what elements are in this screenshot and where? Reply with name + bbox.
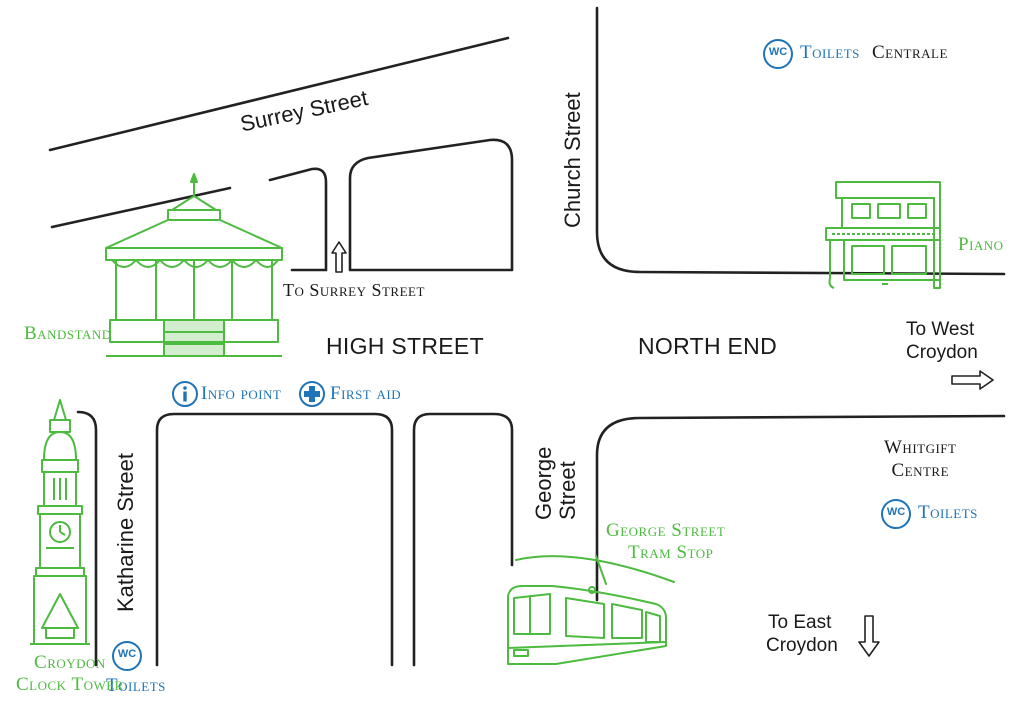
arrow-up-icon bbox=[331, 241, 347, 273]
wc-badge-text: WC bbox=[768, 46, 788, 58]
north-end-label: NORTH END bbox=[638, 333, 778, 359]
to-west-croydon-label: To West Croydon bbox=[906, 318, 978, 364]
clock-tower-label: Croydon Clock Tower bbox=[16, 652, 124, 696]
block-surrey-church bbox=[348, 138, 514, 272]
block-katharine-george bbox=[155, 412, 394, 667]
bandstand-icon bbox=[105, 173, 283, 357]
whitgift-line2: Centre bbox=[891, 460, 950, 481]
to-east-line1: To East bbox=[768, 612, 832, 633]
to-east-line2: Croydon bbox=[766, 635, 838, 656]
toilets-centrale-label: Toilets bbox=[800, 42, 860, 63]
to-surrey-street-label: To Surrey Street bbox=[283, 280, 425, 300]
wc-icon bbox=[112, 641, 142, 671]
piano-label: Piano bbox=[958, 234, 1004, 255]
tram-stop-label: George Street Tram Stop bbox=[606, 520, 725, 564]
tram-icon bbox=[507, 555, 675, 665]
high-street-label: HIGH STREET bbox=[326, 333, 484, 359]
george-street-label-text: George Street bbox=[531, 446, 580, 520]
church-street-label: Church Street bbox=[560, 92, 585, 228]
north-end-north-edge bbox=[595, 6, 1006, 276]
centrale-label: Centrale bbox=[872, 42, 948, 63]
tram-stop-line2: Tram Stop bbox=[628, 542, 714, 563]
katharine-street-west-edge bbox=[76, 410, 98, 667]
to-west-line2: Croydon bbox=[906, 342, 978, 363]
toilets-whitgift-label: Toilets bbox=[918, 502, 978, 523]
piano-icon bbox=[825, 181, 941, 289]
tram-stop-line1: George Street bbox=[606, 520, 726, 541]
arrow-right-icon bbox=[951, 370, 994, 390]
whitgift-centre-label: Whitgift Centre bbox=[884, 436, 956, 482]
wc-icon bbox=[763, 39, 793, 69]
whitgift-line1: Whitgift bbox=[884, 437, 957, 458]
to-east-croydon-label: To East Croydon bbox=[766, 611, 838, 657]
wc-badge-text: WC bbox=[117, 648, 137, 660]
clock-tower-line2: Clock Tower bbox=[16, 674, 124, 695]
info-point-label: Info point bbox=[201, 383, 282, 404]
katharine-street-label: Katharine Street bbox=[113, 453, 138, 612]
wc-badge-text: WC bbox=[886, 506, 906, 518]
clock-tower-icon bbox=[30, 399, 90, 645]
north-end-south-edge bbox=[595, 414, 1006, 602]
toilets-katharine-label: Toilets bbox=[106, 675, 166, 696]
bandstand-label: Bandstand bbox=[24, 323, 112, 344]
george-street-label: George Street bbox=[531, 440, 580, 520]
first-aid-label: First aid bbox=[330, 383, 402, 404]
clock-tower-line1: Croydon bbox=[34, 652, 106, 673]
first-aid-icon bbox=[299, 381, 325, 407]
surrey-street-south-edge bbox=[50, 186, 232, 229]
surrey-street-north-edge bbox=[48, 36, 510, 152]
arrow-down-icon bbox=[858, 615, 880, 657]
to-west-line1: To West bbox=[906, 319, 975, 340]
wc-icon bbox=[881, 499, 911, 529]
info-icon bbox=[172, 381, 198, 407]
